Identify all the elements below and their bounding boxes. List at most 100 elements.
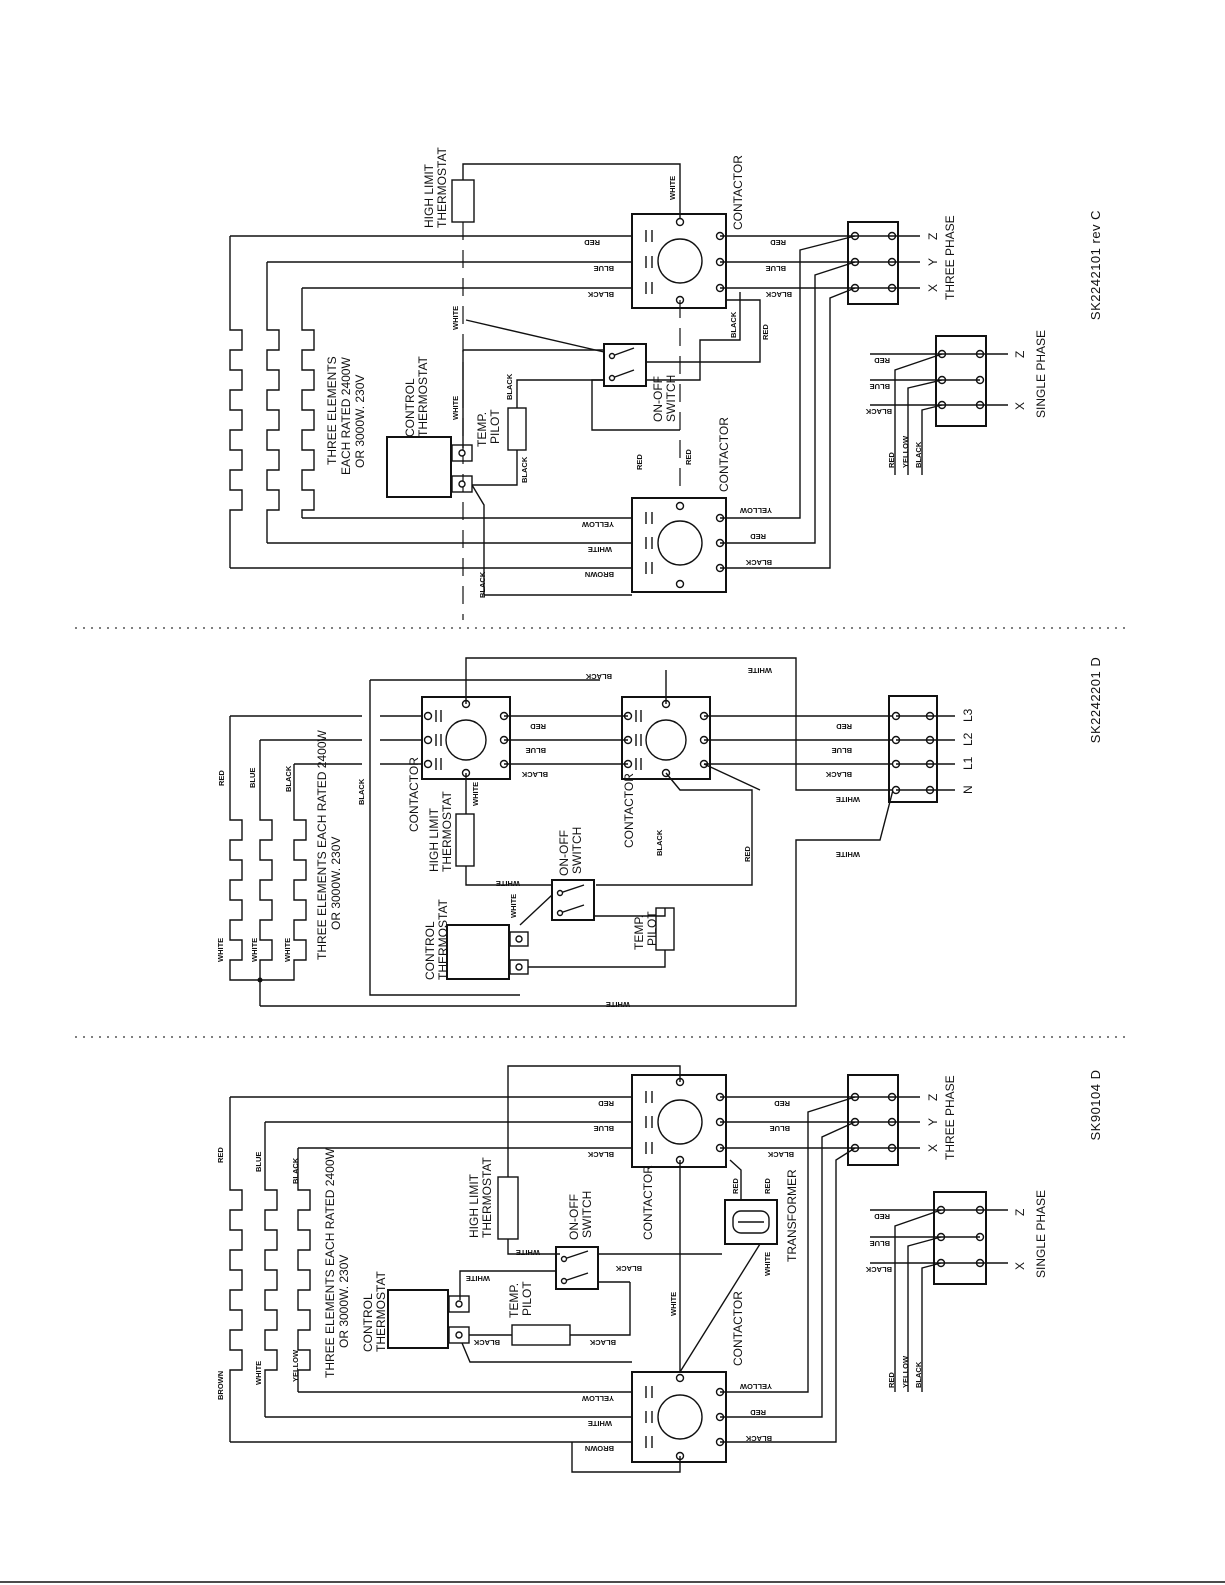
diagram-sk2242101: SK2242101 rev C THREE ELEMENTS EACH RATE… bbox=[229, 146, 1103, 620]
contactor-left-2 bbox=[421, 696, 511, 780]
wire-label: BLACK bbox=[291, 1157, 300, 1184]
temp-pilot-label-1b: PILOT bbox=[488, 409, 502, 444]
wire-label: RED bbox=[684, 449, 693, 465]
line-terminal-2 bbox=[888, 695, 938, 803]
wire-label: WHITE bbox=[250, 938, 259, 962]
high-limit-label-2a: HIGH LIMIT bbox=[427, 807, 441, 872]
on-off-label-1b: SWITCH bbox=[664, 375, 678, 422]
on-off-switch-3 bbox=[555, 1246, 599, 1290]
high-limit-thermostat-2 bbox=[455, 813, 475, 867]
temp-pilot-label-3b: PILOT bbox=[520, 1281, 534, 1316]
wire-label: WHITE bbox=[496, 879, 520, 888]
high-limit-thermostat-3 bbox=[497, 1176, 519, 1240]
control-thermostat-3 bbox=[387, 1289, 449, 1349]
elements-label-1b: EACH RATED 2400W bbox=[339, 357, 353, 475]
elements-label-3a: THREE ELEMENTS EACH RATED 2400W bbox=[323, 1147, 337, 1378]
wire-label: WHITE bbox=[451, 396, 460, 420]
phase-z-1: Z bbox=[926, 233, 940, 240]
single-x-1: X bbox=[1013, 402, 1027, 410]
wire-label: YELLOW bbox=[901, 1355, 910, 1388]
contactor-bottom-1 bbox=[631, 497, 727, 593]
phase-y-1: Y bbox=[926, 258, 940, 266]
wire-label: BROWN bbox=[585, 1444, 614, 1453]
wire-label: BLACK bbox=[284, 765, 293, 792]
wire-label: RED bbox=[887, 452, 896, 468]
temp-pilot-label-2a: TEMP. bbox=[632, 915, 646, 950]
wire-label: RED bbox=[750, 1408, 766, 1417]
wire-label: RED bbox=[743, 846, 752, 862]
wire-label: BLACK bbox=[767, 1150, 794, 1159]
wire-label: BLUE bbox=[594, 264, 614, 273]
wire-label: RED bbox=[598, 1099, 614, 1108]
wire-label: BLACK bbox=[745, 1434, 772, 1443]
wire-label: WHITE bbox=[254, 1361, 263, 1385]
control-thermostat-label-2b: THERMOSTAT bbox=[436, 898, 450, 980]
high-limit-label-3b: THERMOSTAT bbox=[480, 1156, 494, 1238]
phase-y-3: Y bbox=[926, 1118, 940, 1126]
wire-label: BLACK bbox=[615, 1264, 642, 1273]
control-thermostat-label-1a: CONTROL bbox=[403, 378, 417, 437]
wire-label: BLUE bbox=[248, 768, 257, 788]
wire-label: BLACK bbox=[478, 571, 487, 598]
wire-label: RED bbox=[635, 454, 644, 470]
wire-label: YELLOW bbox=[581, 1394, 614, 1403]
wire-label: BLACK bbox=[357, 778, 366, 805]
high-limit-thermostat-1 bbox=[451, 179, 475, 223]
wire-label: RED bbox=[836, 722, 852, 731]
wire-label: BLACK bbox=[865, 1265, 892, 1274]
line-l3-2: L3 bbox=[961, 708, 975, 722]
contactor-right-2 bbox=[621, 696, 711, 780]
wire-label: WHITE bbox=[763, 1252, 772, 1276]
wire-label: RED bbox=[761, 324, 770, 340]
phase-z-3: Z bbox=[926, 1094, 940, 1101]
elements-label-2b: OR 3000W. 230V bbox=[329, 837, 343, 930]
wire-label: WHITE bbox=[451, 306, 460, 330]
contactor-top-label-3: CONTACTOR bbox=[641, 1165, 655, 1240]
heating-elements-1 bbox=[229, 236, 315, 568]
temp-pilot-label-3a: TEMP. bbox=[507, 1283, 521, 1318]
high-limit-label-2b: THERMOSTAT bbox=[440, 790, 454, 872]
control-thermostat-1 bbox=[386, 436, 452, 498]
wire-label: BROWN bbox=[585, 570, 614, 579]
wire-label: BLUE bbox=[594, 1124, 614, 1133]
contactor-bottom-label-1: CONTACTOR bbox=[717, 417, 731, 492]
wire-label: BLACK bbox=[825, 770, 852, 779]
wire-label: BLACK bbox=[521, 770, 548, 779]
phase-x-1: X bbox=[926, 284, 940, 292]
wire-label: BLACK bbox=[914, 441, 923, 468]
control-thermostat-label-2a: CONTROL bbox=[423, 921, 437, 980]
transformer-label-3: TRANSFORMER bbox=[785, 1169, 799, 1262]
temp-pilot-label-2b: PILOT bbox=[645, 911, 659, 946]
wire-label: WHITE bbox=[283, 938, 292, 962]
wire-label: WHITE bbox=[466, 1274, 490, 1283]
control-thermostat-label-3a: CONTROL bbox=[361, 1293, 375, 1352]
wire-label: RED bbox=[770, 238, 786, 247]
diagram-sk2242201: SK2242201 D THREE ELEMENTS EACH RATED 24… bbox=[216, 657, 1103, 1009]
wire-label: RED bbox=[584, 238, 600, 247]
wire-label: BLACK bbox=[865, 407, 892, 416]
contactor-bottom-label-3: CONTACTOR bbox=[731, 1291, 745, 1366]
wire-label: WHITE bbox=[509, 894, 518, 918]
contactor-right-label-2: CONTACTOR bbox=[622, 773, 636, 848]
wire-label: YELLOW bbox=[581, 520, 614, 529]
wire-label: RED bbox=[217, 770, 226, 786]
three-phase-label-3: THREE PHASE bbox=[943, 1075, 957, 1160]
line-l1-2: L1 bbox=[961, 756, 975, 770]
three-phase-label-1: THREE PHASE bbox=[943, 215, 957, 300]
control-thermostat-label-1b: THERMOSTAT bbox=[416, 355, 430, 437]
on-off-switch-1 bbox=[603, 343, 647, 387]
wire-label: RED bbox=[750, 532, 766, 541]
wire-label: BLACK bbox=[587, 290, 614, 299]
line-n-2: N bbox=[961, 785, 975, 794]
diagram-1-code: SK2242101 rev C bbox=[1088, 210, 1103, 320]
wire-label: RED bbox=[530, 722, 546, 731]
wire-label: BLACK bbox=[587, 1150, 614, 1159]
high-limit-label-3a: HIGH LIMIT bbox=[467, 1173, 481, 1238]
elements-label-2a: THREE ELEMENTS EACH RATED 2400W bbox=[315, 729, 329, 960]
contactor-top-label-1: CONTACTOR bbox=[731, 155, 745, 230]
wire-label: RED bbox=[774, 1099, 790, 1108]
on-off-label-1a: ON-OFF bbox=[651, 376, 665, 422]
single-phase-label-1: SINGLE PHASE bbox=[1034, 330, 1048, 418]
wire-label: WHITE bbox=[216, 938, 225, 962]
